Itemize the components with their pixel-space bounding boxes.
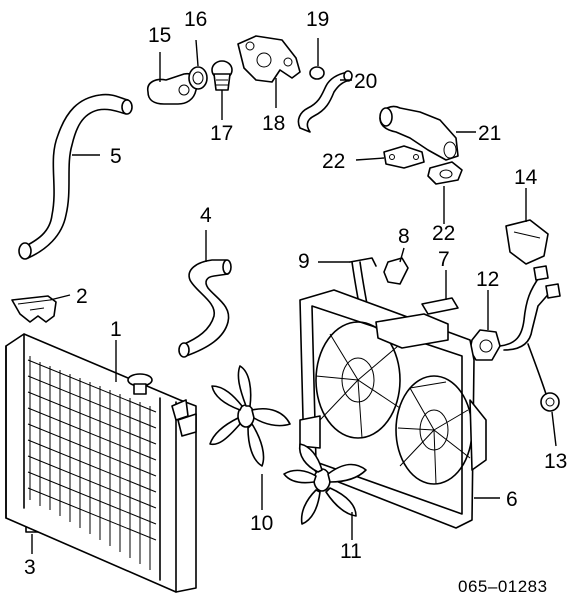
callout-22-a: 22 <box>322 150 345 173</box>
o-ring-part-19 <box>309 66 325 80</box>
callout-7: 7 <box>438 248 450 271</box>
callout-12: 12 <box>476 268 499 291</box>
callout-20: 20 <box>354 70 377 93</box>
callout-21: 21 <box>478 122 501 145</box>
callout-10: 10 <box>250 512 273 535</box>
callout-16: 16 <box>184 8 207 31</box>
callout-22-b: 22 <box>432 222 455 245</box>
temperature-switch-part-12 <box>469 265 561 361</box>
callout-3: 3 <box>24 556 36 579</box>
caution-label-part-7 <box>421 297 459 315</box>
callout-15: 15 <box>148 24 171 47</box>
thermostat-part-17 <box>211 60 233 91</box>
callout-11: 11 <box>340 540 362 563</box>
callout-8: 8 <box>398 225 410 248</box>
callout-labels: 1 2 3 4 5 6 7 8 9 10 11 12 13 14 15 16 1… <box>24 8 567 579</box>
callout-1: 1 <box>110 318 122 341</box>
water-outlet-part-18 <box>237 35 301 83</box>
callout-17: 17 <box>210 122 233 145</box>
sensor-part-13 <box>527 343 560 412</box>
radiator-bracket-part-2 <box>11 295 57 323</box>
callout-5: 5 <box>110 145 122 168</box>
callout-2: 2 <box>76 285 88 308</box>
leader-lines <box>31 38 557 554</box>
hose-clip-part-8 <box>383 257 409 285</box>
callout-6: 6 <box>506 488 518 511</box>
callout-4: 4 <box>200 204 212 227</box>
callout-19: 19 <box>306 8 329 31</box>
gasket-part-22-b <box>427 161 463 185</box>
gasket-part-22-a <box>383 145 425 169</box>
part-code: 065–01283 <box>458 577 548 596</box>
water-pipe-part-21 <box>379 105 459 161</box>
callout-13: 13 <box>544 450 567 473</box>
callout-14: 14 <box>514 166 538 189</box>
radiator-part-1 <box>5 333 197 593</box>
callout-9: 9 <box>298 250 310 273</box>
gasket-part-16 <box>188 66 208 90</box>
lower-radiator-hose-part-4 <box>178 259 232 358</box>
callout-18: 18 <box>262 112 285 135</box>
fan-relay-part-14 <box>505 219 549 265</box>
fan-blade-part-11 <box>283 443 367 525</box>
fan-blade-part-10 <box>209 365 291 467</box>
upper-radiator-hose-part-5 <box>18 93 133 260</box>
